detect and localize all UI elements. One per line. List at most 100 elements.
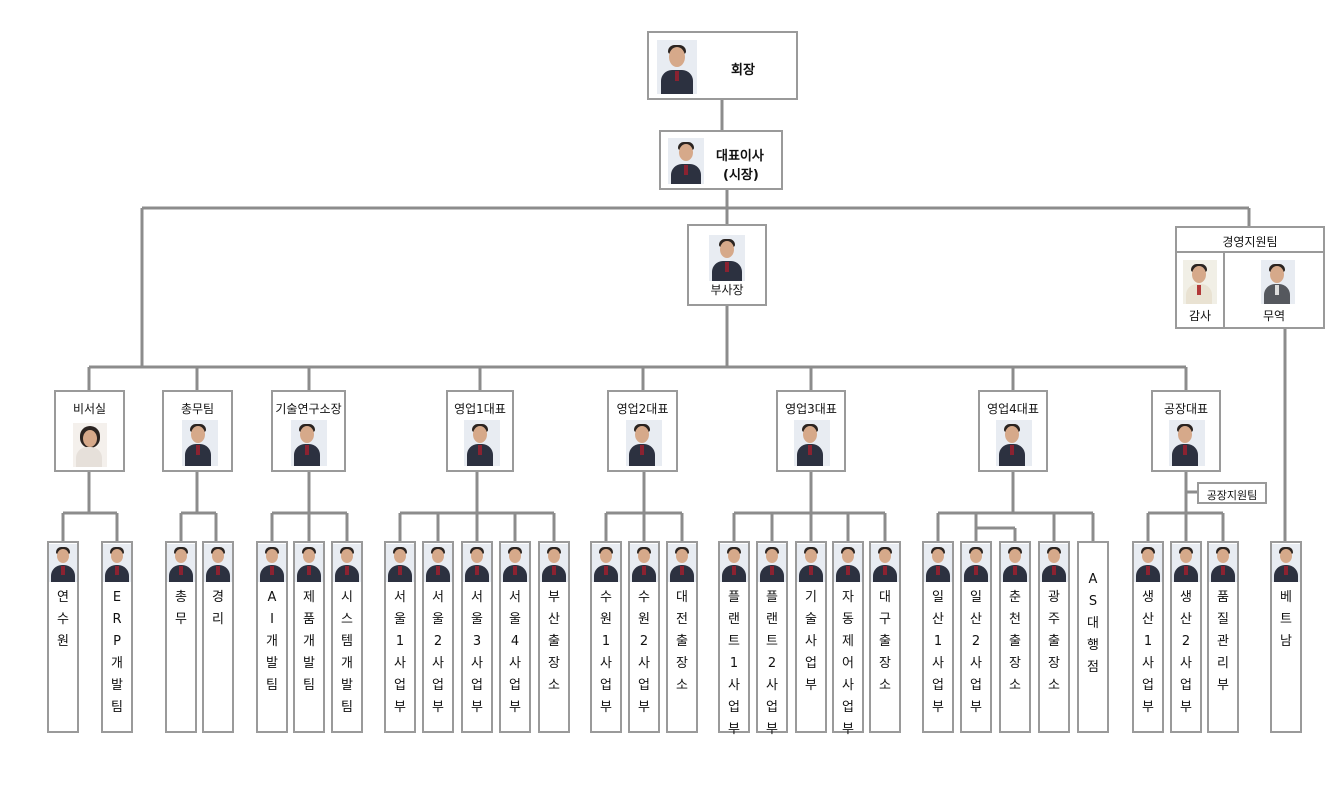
unit-head-photo bbox=[962, 544, 990, 582]
unit-head-photo bbox=[386, 544, 414, 582]
dept-general-affairs: 총무팀 bbox=[162, 390, 233, 472]
mgmt-support-divider-h bbox=[1177, 251, 1323, 253]
vp-photo bbox=[709, 235, 745, 281]
unit-head-photo bbox=[797, 544, 825, 582]
dept-sales1: 영업1대표 bbox=[446, 390, 514, 472]
dept-factory-title: 공장대표 bbox=[1163, 402, 1209, 416]
mgmt-support-divider-v bbox=[1223, 251, 1225, 327]
unit-head-photo bbox=[295, 544, 323, 582]
unit-head-photo bbox=[333, 544, 361, 582]
dept-sales3-title: 영업3대표 bbox=[785, 402, 837, 416]
unit-head-photo bbox=[1209, 544, 1237, 582]
dept-secretary-title: 비서실 bbox=[72, 402, 107, 416]
unit-head-photo bbox=[1172, 544, 1200, 582]
mgmt-support-title: 경영지원팀 bbox=[1222, 235, 1278, 249]
unit-head-photo bbox=[1134, 544, 1162, 582]
factory-support-box: 공장지원팀 bbox=[1197, 482, 1267, 504]
ceo-label-line1: 대표이사 bbox=[716, 149, 764, 164]
vp-label: 부사장 bbox=[710, 283, 744, 297]
sales4-photo bbox=[996, 420, 1032, 466]
dept-sales4-title: 영업4대표 bbox=[987, 402, 1039, 416]
dept-research: 기술연구소장 bbox=[271, 390, 346, 472]
unit-head-photo bbox=[1001, 544, 1029, 582]
unit-head-photo bbox=[463, 544, 491, 582]
trade-photo bbox=[1261, 260, 1295, 304]
research-photo bbox=[291, 420, 327, 466]
chairman-label: 회장 bbox=[731, 63, 755, 78]
unit-head-photo bbox=[834, 544, 862, 582]
unit-head-photo bbox=[424, 544, 452, 582]
factory-support-label: 공장지원팀 bbox=[1206, 489, 1258, 502]
unit-head-photo bbox=[630, 544, 658, 582]
unit-head-photo bbox=[1272, 544, 1300, 582]
unit-head-photo bbox=[258, 544, 286, 582]
chairman-photo bbox=[657, 40, 697, 94]
unit-head-photo bbox=[592, 544, 620, 582]
ceo-box: 대표이사 (시장) bbox=[659, 130, 783, 190]
dept-sales4: 영업4대표 bbox=[978, 390, 1048, 472]
sales2-photo bbox=[626, 420, 662, 466]
unit-head-photo bbox=[758, 544, 786, 582]
mgmt-support-box: 경영지원팀 감사 무역 bbox=[1175, 226, 1325, 329]
vp-box: 부사장 bbox=[687, 224, 767, 306]
dept-factory: 공장대표 bbox=[1151, 390, 1221, 472]
unit-head-photo bbox=[668, 544, 696, 582]
unit-head-photo bbox=[1040, 544, 1068, 582]
chairman-box: 회장 bbox=[647, 31, 798, 100]
unit-head-photo bbox=[924, 544, 952, 582]
unit-head-photo bbox=[204, 544, 232, 582]
dept-sales2: 영업2대표 bbox=[607, 390, 678, 472]
unit-head-photo bbox=[720, 544, 748, 582]
secretary-photo bbox=[73, 423, 107, 467]
auditor-label: 감사 bbox=[1188, 309, 1212, 323]
dept-secretary: 비서실 bbox=[54, 390, 125, 472]
unit-head-photo bbox=[501, 544, 529, 582]
dept-sales3: 영업3대표 bbox=[776, 390, 846, 472]
